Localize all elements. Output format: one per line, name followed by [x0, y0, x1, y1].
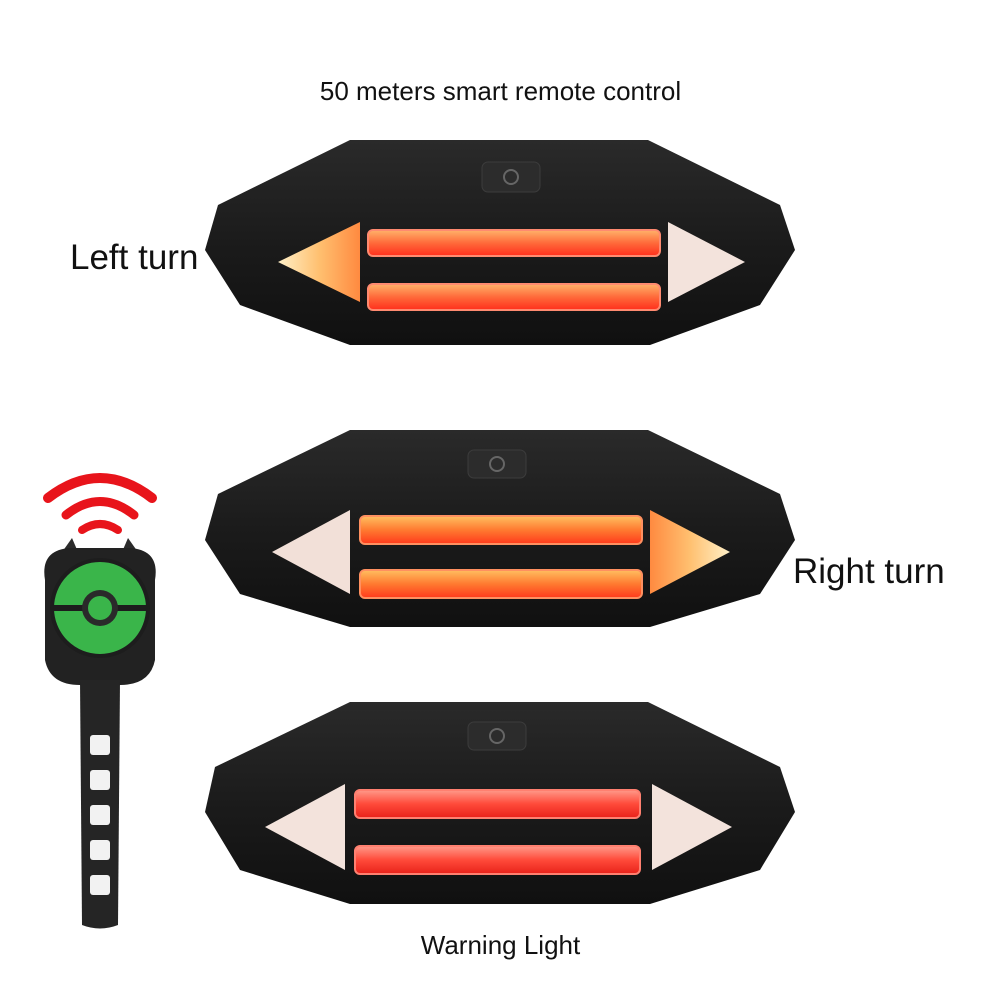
- wifi-signal-icon: [43, 473, 157, 534]
- left-arrow-lit: [278, 222, 360, 302]
- remote-range-caption: 50 meters smart remote control: [319, 76, 682, 106]
- lower-led-bar: [367, 283, 661, 311]
- right-arrow-pale: [668, 222, 745, 302]
- tail-light-warning: [205, 702, 795, 904]
- right-arrow-pale: [652, 784, 732, 870]
- wireless-remote-icon: [43, 473, 157, 929]
- lower-led-bar: [354, 845, 641, 875]
- warning-light-caption: Warning Light: [420, 930, 581, 960]
- power-button-icon: [467, 449, 527, 479]
- upper-led-bar: [359, 515, 643, 545]
- upper-led-bar: [367, 229, 661, 257]
- lower-led-bar: [359, 569, 643, 599]
- power-button-icon: [467, 721, 527, 751]
- upper-led-bar: [354, 789, 641, 819]
- left-arrow-pale: [265, 784, 345, 870]
- tail-light-left-turn: [205, 140, 795, 345]
- left-arrow-pale: [272, 510, 350, 594]
- power-button-icon: [481, 161, 541, 193]
- left-turn-caption: Left turn: [70, 238, 199, 277]
- right-turn-caption: Right turn: [793, 552, 945, 591]
- right-arrow-lit: [650, 510, 730, 594]
- tail-light-right-turn: [205, 430, 795, 627]
